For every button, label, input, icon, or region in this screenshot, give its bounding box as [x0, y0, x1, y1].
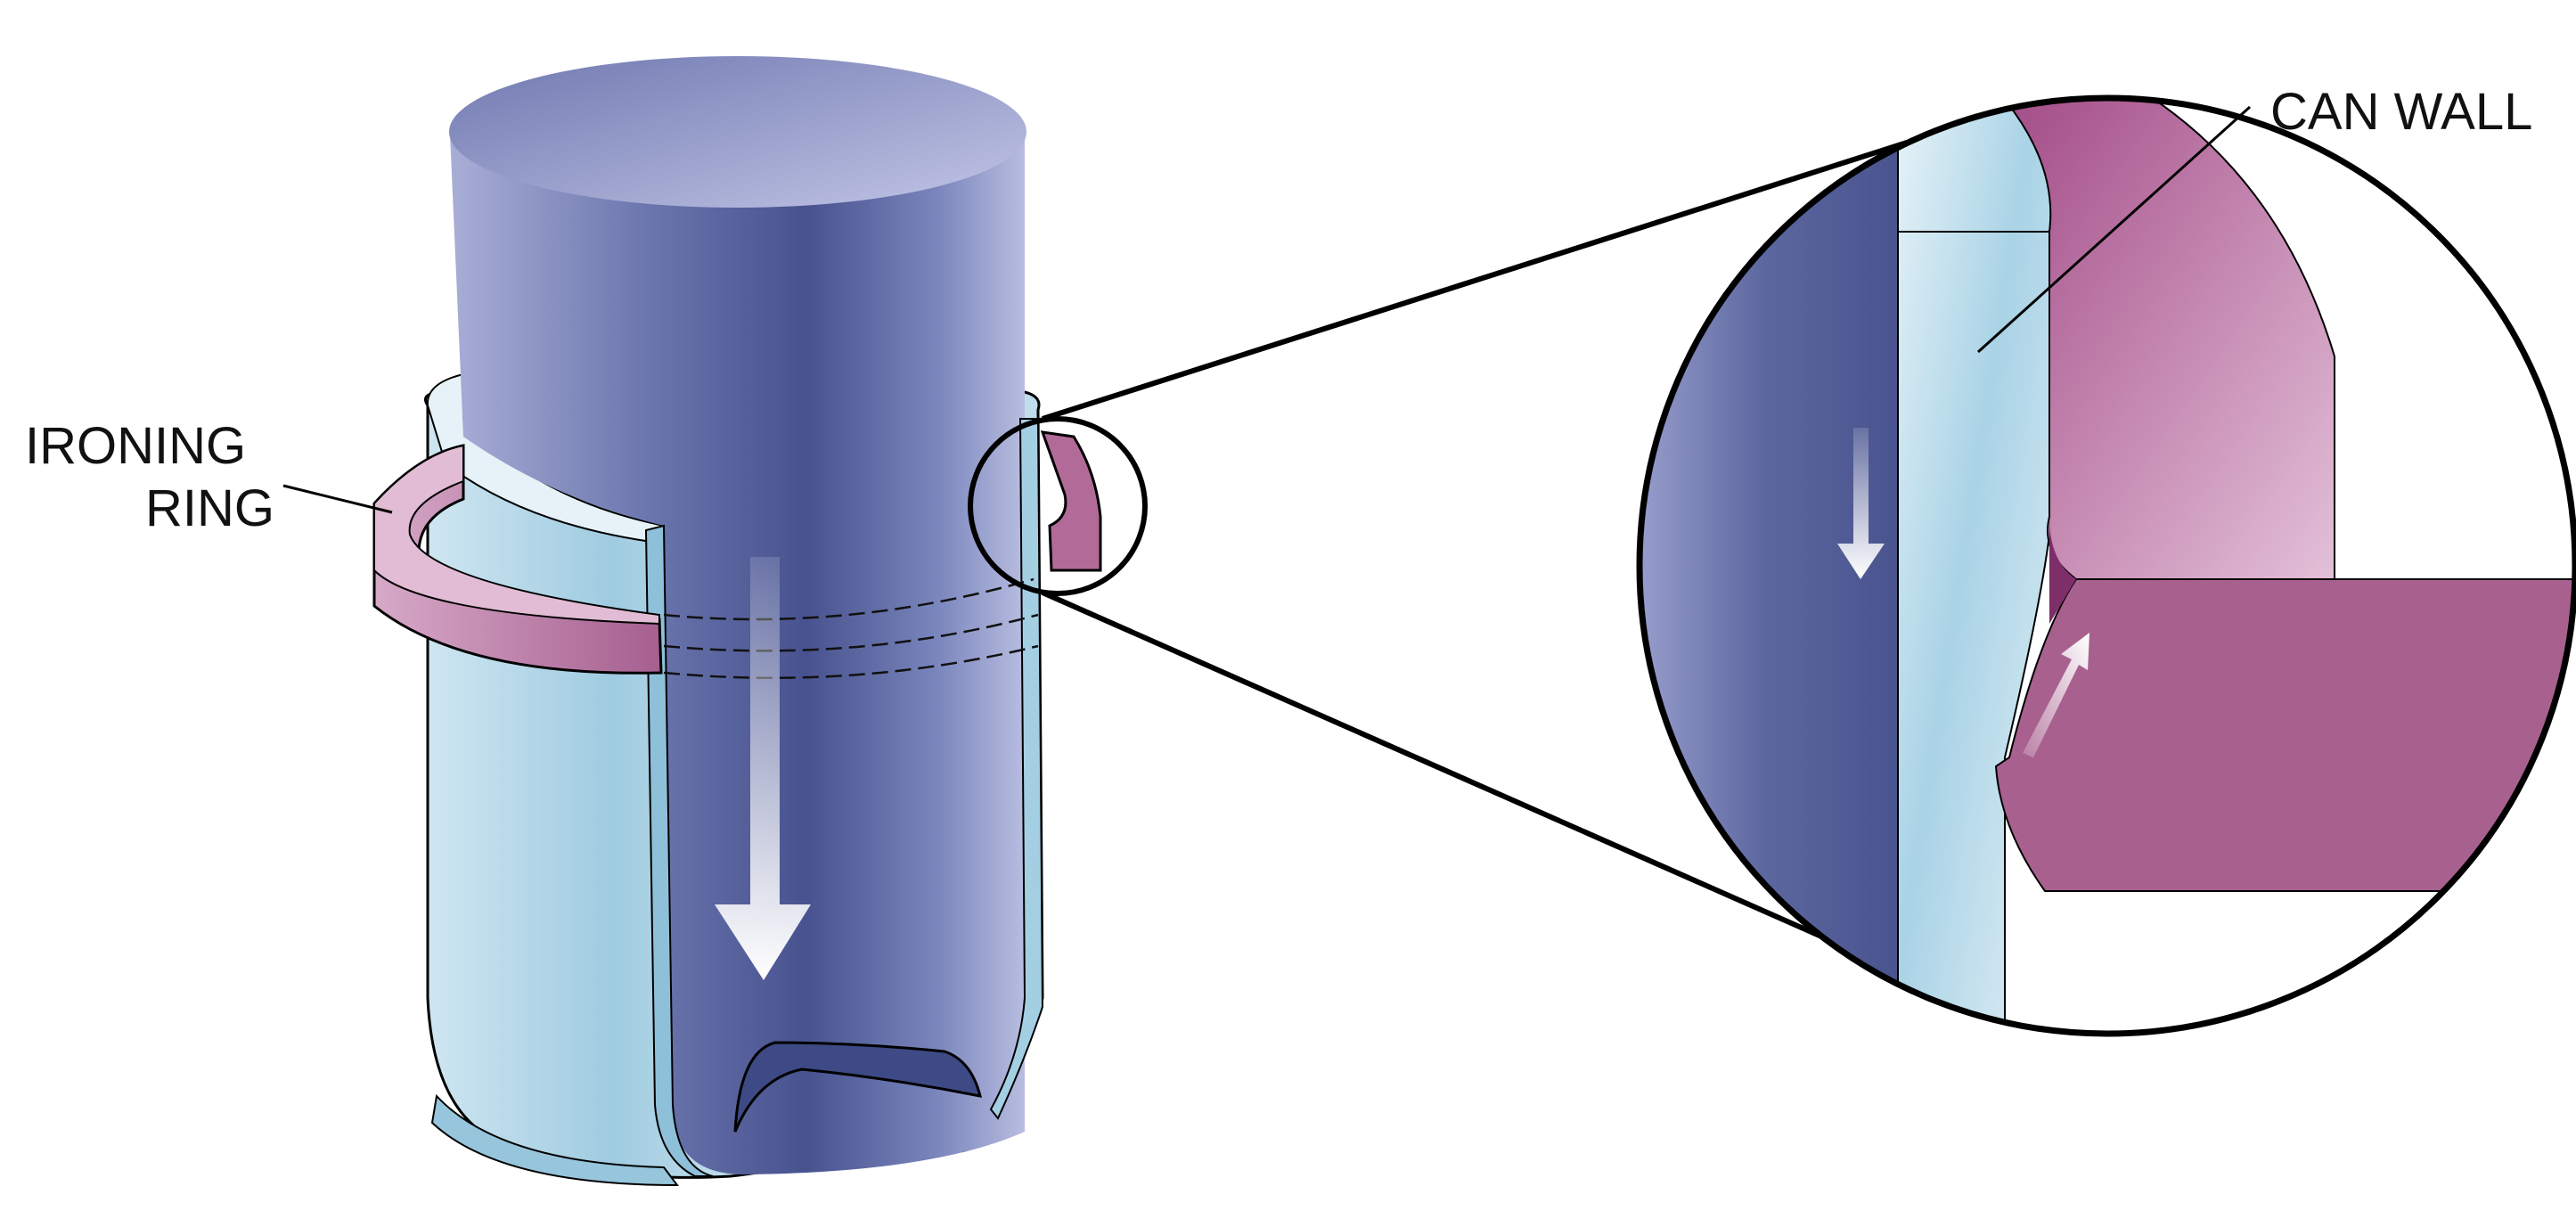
labels: IRONING RING CAN WALL: [25, 83, 2532, 537]
can-wall-right-edge: [989, 418, 1044, 1120]
can-wall-cutaway: [644, 524, 714, 1177]
ring-dashed-path: [663, 577, 1039, 679]
can-bottom-opening: [733, 1041, 983, 1133]
can-assembly: [372, 56, 1102, 1187]
punch-top-face: [449, 56, 1026, 208]
zoom-connector: [968, 140, 1908, 965]
ironing-ring-label-line2: RING: [145, 479, 274, 537]
zoom-detail: [1636, 94, 2576, 1037]
punch-body: [450, 134, 1025, 1175]
can-wall-leader: [1976, 105, 2252, 354]
zoom-punch-arrow: [1837, 428, 1885, 579]
ironing-ring-label-line1: IRONING: [25, 417, 246, 475]
zoom-source-circle: [968, 416, 1148, 596]
ironing-ring-right: [1040, 430, 1102, 572]
zoom-ring-shoulder: [2049, 517, 2076, 624]
zoom-ring-upper: [1993, 98, 2335, 580]
can-wall-label: CAN WALL: [2270, 83, 2532, 141]
zoom-ring-lower: [1994, 578, 2575, 892]
punch-direction-arrow: [715, 557, 811, 980]
zoom-connector-lower: [1041, 590, 1882, 965]
ironing-ring-top: [373, 444, 660, 626]
can-wall-bottom-rim: [430, 1093, 680, 1187]
ironing-ring-leader: [282, 484, 393, 514]
zoom-connector-upper: [1042, 140, 1908, 421]
can-wall-rim: [426, 372, 665, 545]
zoom-wall-arrow: [2023, 633, 2089, 757]
zoom-border: [1636, 94, 2576, 1037]
zoom-punch: [1640, 98, 1898, 1034]
